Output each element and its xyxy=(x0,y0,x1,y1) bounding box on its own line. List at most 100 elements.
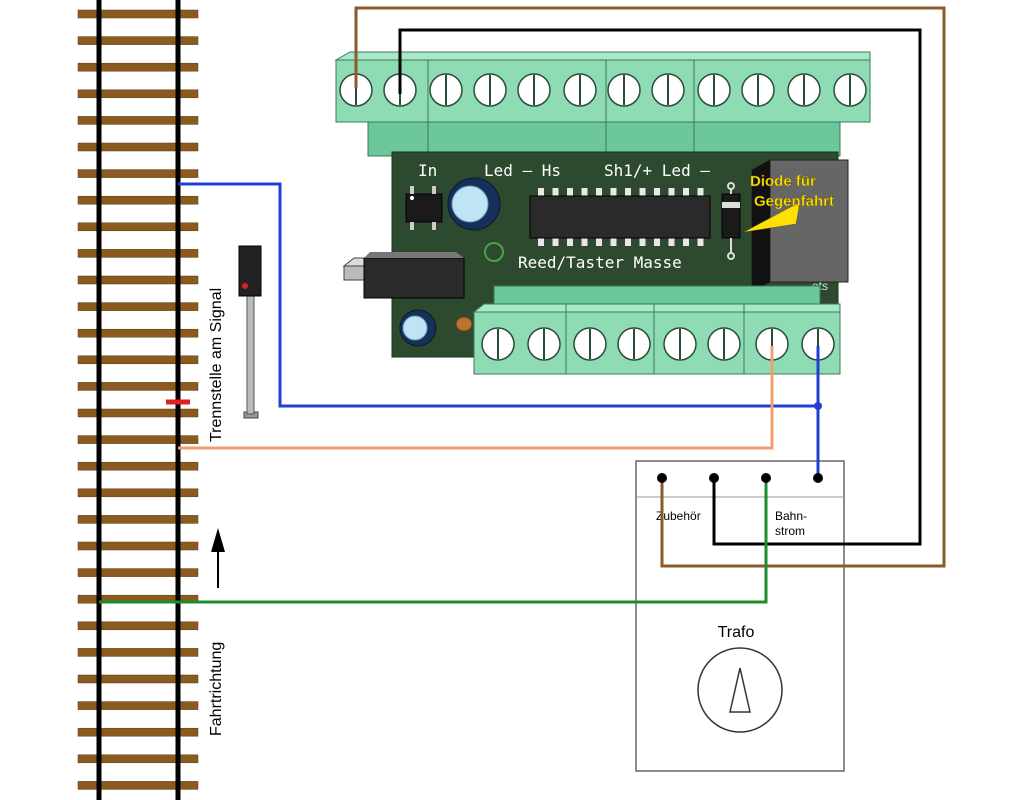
diode xyxy=(721,182,741,260)
ic-pin xyxy=(683,188,689,196)
ic-pin xyxy=(610,188,617,196)
sleeper xyxy=(77,648,199,657)
top-terminal-block xyxy=(334,51,871,157)
sleeper xyxy=(77,408,199,418)
sleeper xyxy=(77,754,199,764)
sleeper xyxy=(77,674,199,684)
ic-pin xyxy=(625,238,631,246)
screw-terminal xyxy=(697,73,731,107)
screw-terminal xyxy=(833,73,867,107)
annotation-arrow-icon xyxy=(743,201,801,233)
screw-terminal xyxy=(429,73,463,107)
ic-pin xyxy=(567,188,573,196)
ic-pin xyxy=(610,238,617,246)
sleeper xyxy=(77,249,199,258)
sleeper xyxy=(77,275,199,285)
capacitor-small xyxy=(399,309,437,347)
ic-pin xyxy=(552,238,559,246)
sleeper xyxy=(77,541,199,551)
screw-terminal xyxy=(607,73,641,107)
wire-brown xyxy=(354,6,946,568)
ic-pin xyxy=(697,188,704,196)
ic-pin xyxy=(668,238,675,246)
screw-terminal xyxy=(517,73,551,107)
sleeper xyxy=(77,302,199,311)
sleeper xyxy=(77,727,199,737)
wires xyxy=(99,6,946,604)
bottom-screw-terminals xyxy=(481,327,835,361)
sleeper xyxy=(77,461,199,471)
ic-pin xyxy=(654,238,660,246)
ic-pin xyxy=(596,188,602,196)
label-led-hs: Led – Hs xyxy=(484,161,561,180)
led-footprint xyxy=(484,242,504,262)
ic-pin xyxy=(668,188,675,196)
screw-terminal xyxy=(707,327,741,361)
screw-terminal xyxy=(663,327,697,361)
dial-pointer-icon xyxy=(729,667,751,713)
terminal-bahnstrom-1 xyxy=(761,473,771,483)
sleeper xyxy=(77,781,199,790)
transformer-terminals xyxy=(657,473,823,483)
ic-pin xyxy=(596,238,602,246)
screw-terminal xyxy=(651,73,685,107)
wire-orange xyxy=(178,346,774,450)
transformer-title: Trafo xyxy=(718,624,755,641)
screw-terminal xyxy=(755,327,789,361)
sleeper xyxy=(77,169,199,178)
sleeper xyxy=(77,89,199,99)
ic-pin xyxy=(625,188,631,196)
label-reed-taster-masse: Reed/Taster Masse xyxy=(518,253,682,272)
terminal-zubehoer-2 xyxy=(709,473,719,483)
ic-pin xyxy=(639,188,646,196)
sleeper xyxy=(77,568,199,577)
bottom-terminal-block xyxy=(472,285,841,375)
sleeper xyxy=(77,328,199,338)
screw-terminal xyxy=(473,73,507,107)
ic-pin xyxy=(581,188,588,196)
capacitor-large xyxy=(447,177,501,231)
diode-annotation: Diode für Gegenfahrt xyxy=(743,173,834,233)
sleeper xyxy=(77,515,199,524)
label-bahnstrom-2: strom xyxy=(775,524,805,538)
signal xyxy=(238,245,262,419)
label-zubehoer: Zubehör xyxy=(656,509,701,523)
sleeper xyxy=(77,36,199,45)
sleeper xyxy=(77,9,199,19)
sleeper xyxy=(77,355,199,365)
sleeper xyxy=(77,382,199,391)
ic-pin xyxy=(552,188,559,196)
ic-pin xyxy=(538,238,544,246)
terminal-zubehoer-1 xyxy=(657,473,667,483)
sleeper xyxy=(77,435,199,444)
label-bahnstrom-1: Bahn- xyxy=(775,509,807,523)
ic-pin xyxy=(654,188,660,196)
track-sleepers xyxy=(77,9,199,790)
screw-terminal xyxy=(741,73,775,107)
screw-terminal xyxy=(563,73,597,107)
sleeper xyxy=(77,142,199,152)
screw-terminal xyxy=(787,73,821,107)
label-in: In xyxy=(418,161,437,180)
ic-pin xyxy=(697,238,704,246)
track xyxy=(77,0,199,800)
sleeper xyxy=(77,621,199,631)
label-fahrtrichtung: Fahrtrichtung xyxy=(208,642,225,736)
ic-pin xyxy=(567,238,573,246)
sleeper xyxy=(77,62,199,72)
signal-red-lamp xyxy=(242,283,248,289)
wire-blue xyxy=(178,182,818,408)
screw-terminal xyxy=(573,327,607,361)
ic-pin xyxy=(538,188,544,196)
sleeper xyxy=(77,116,199,125)
wire-green xyxy=(99,478,768,604)
annotation-line1: Diode für xyxy=(750,173,816,190)
screw-terminal xyxy=(617,327,651,361)
ic-pin xyxy=(581,238,588,246)
ic-chip xyxy=(529,188,711,246)
screw-terminal xyxy=(339,73,373,107)
sleeper xyxy=(77,222,199,232)
label-trennstelle: Trennstelle am Signal xyxy=(208,288,225,442)
ic-pin xyxy=(639,238,646,246)
